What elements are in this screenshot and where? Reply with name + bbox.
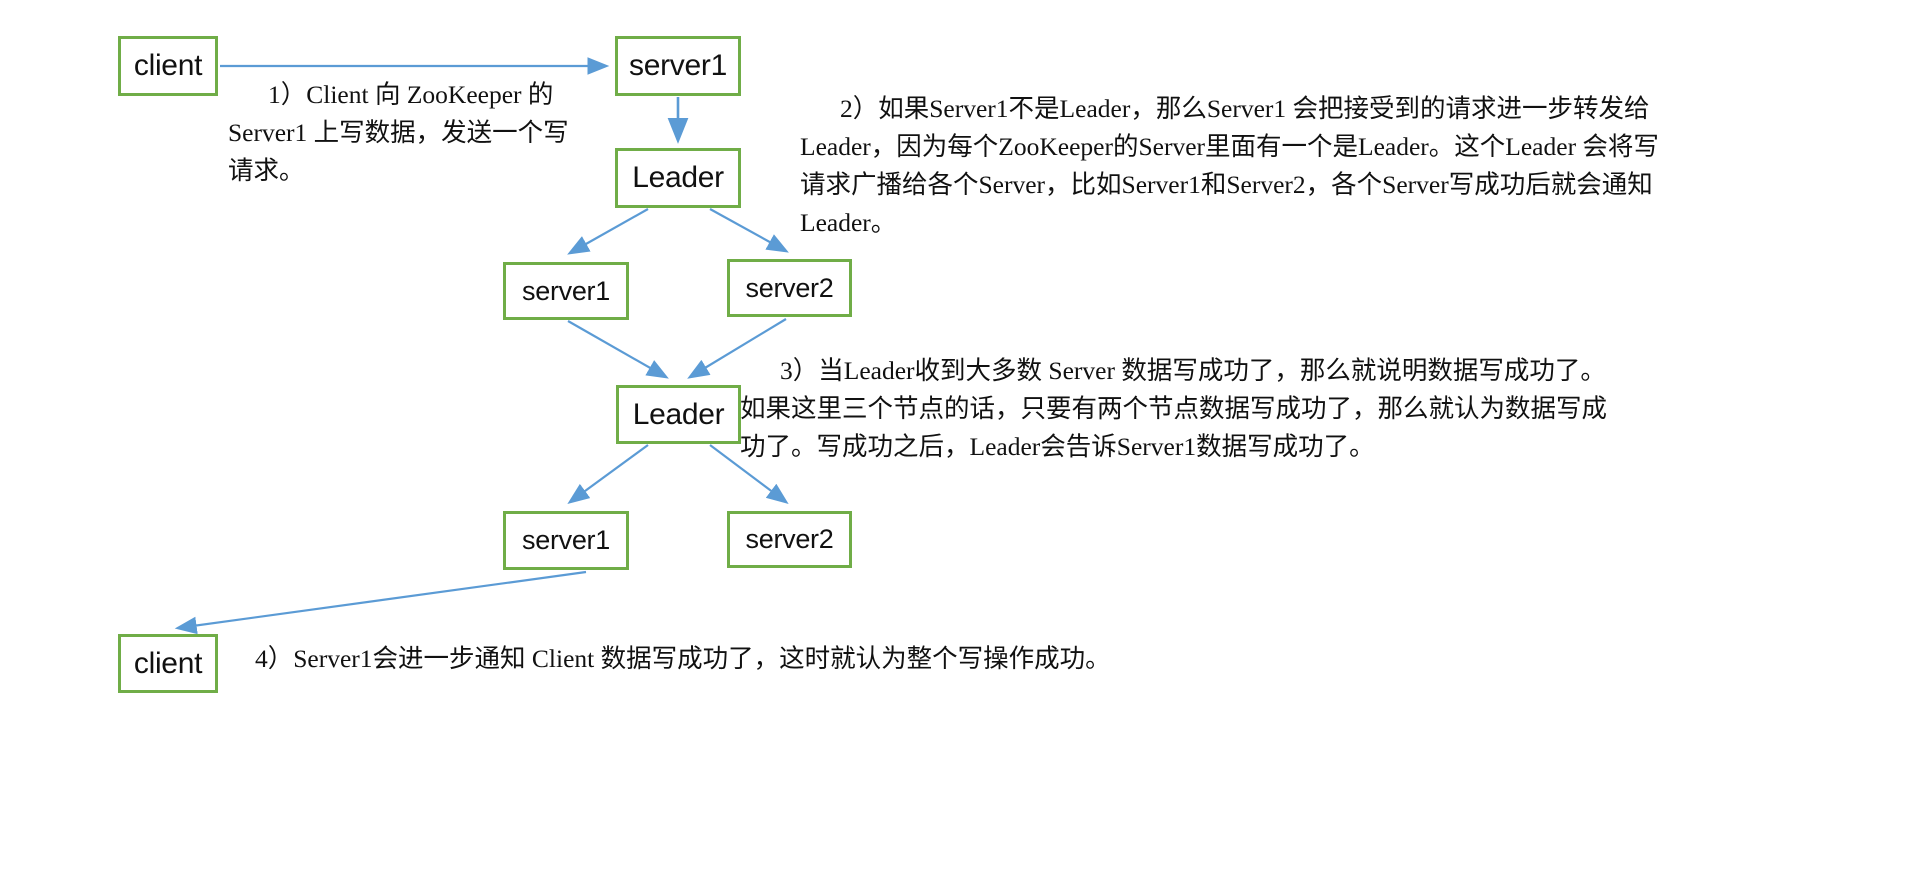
node-client-bottom[interactable]: client bbox=[118, 634, 218, 693]
node-server1-top[interactable]: server1 bbox=[615, 36, 741, 96]
node-label: server2 bbox=[745, 272, 834, 303]
step-1-line-2: Server1 上写数据，发送一个写 bbox=[228, 118, 569, 147]
step-4-line-1: 4）Server1会进一步通知 Client 数据写成功了，这时就认为整个写操作… bbox=[255, 644, 1111, 673]
edge-leader2-to-server1bot bbox=[567, 444, 649, 504]
step-1-description: 1）Client 向 ZooKeeper 的 Server1 上写数据，发送一个… bbox=[228, 76, 748, 190]
node-label: server1 bbox=[522, 275, 610, 306]
node-leader-1[interactable]: Leader bbox=[615, 148, 741, 208]
node-label: server1 bbox=[629, 49, 727, 82]
step-4-description: 4）Server1会进一步通知 Client 数据写成功了，这时就认为整个写操作… bbox=[255, 640, 1455, 678]
node-label: server2 bbox=[745, 524, 834, 554]
step-1-line-1: 1）Client 向 ZooKeeper 的 bbox=[268, 80, 554, 109]
node-label: client bbox=[133, 646, 203, 680]
edge-server1bot-to-client bbox=[174, 570, 587, 635]
step-2-line-2: Leader，因为每个ZooKeeper的Server里面有一个是Leader。… bbox=[800, 132, 1659, 161]
node-label: server1 bbox=[522, 525, 610, 555]
step-2-line-1: 2）如果Server1不是Leader，那么Server1 会把接受到的请求进一… bbox=[840, 94, 1650, 123]
step-3-line-2: 如果这里三个节点的话，只要有两个节点数据写成功了，那么就认为数据写成 bbox=[740, 394, 1608, 423]
step-2-line-4: Leader。 bbox=[800, 208, 897, 237]
edge-leader1-to-server1mid bbox=[567, 208, 649, 255]
node-label: client bbox=[133, 49, 203, 82]
step-2-description: 2）如果Server1不是Leader，那么Server1 会把接受到的请求进一… bbox=[800, 90, 1900, 242]
node-leader-2[interactable]: Leader bbox=[616, 385, 741, 444]
edge-server1mid-to-leader2 bbox=[567, 320, 669, 379]
node-server2-mid[interactable]: server2 bbox=[727, 259, 852, 317]
node-client-top[interactable]: client bbox=[118, 36, 218, 96]
node-server1-bottom[interactable]: server1 bbox=[503, 511, 629, 570]
step-3-description: 3）当Leader收到大多数 Server 数据写成功了，那么就说明数据写成功了… bbox=[740, 352, 1900, 466]
edge-leader1-to-server2mid bbox=[709, 208, 789, 253]
step-3-line-1: 3）当Leader收到大多数 Server 数据写成功了，那么就说明数据写成功了… bbox=[780, 356, 1606, 385]
node-label: Leader bbox=[632, 397, 725, 431]
node-server1-mid[interactable]: server1 bbox=[503, 262, 629, 320]
node-server2-bottom[interactable]: server2 bbox=[727, 511, 852, 568]
step-2-line-3: 请求广播给各个Server，比如Server1和Server2，各个Server… bbox=[800, 170, 1653, 199]
step-1-line-3: 请求。 bbox=[228, 156, 305, 185]
node-label: Leader bbox=[632, 161, 724, 194]
step-3-line-3: 功了。写成功之后，Leader会告诉Server1数据写成功了。 bbox=[740, 432, 1375, 461]
